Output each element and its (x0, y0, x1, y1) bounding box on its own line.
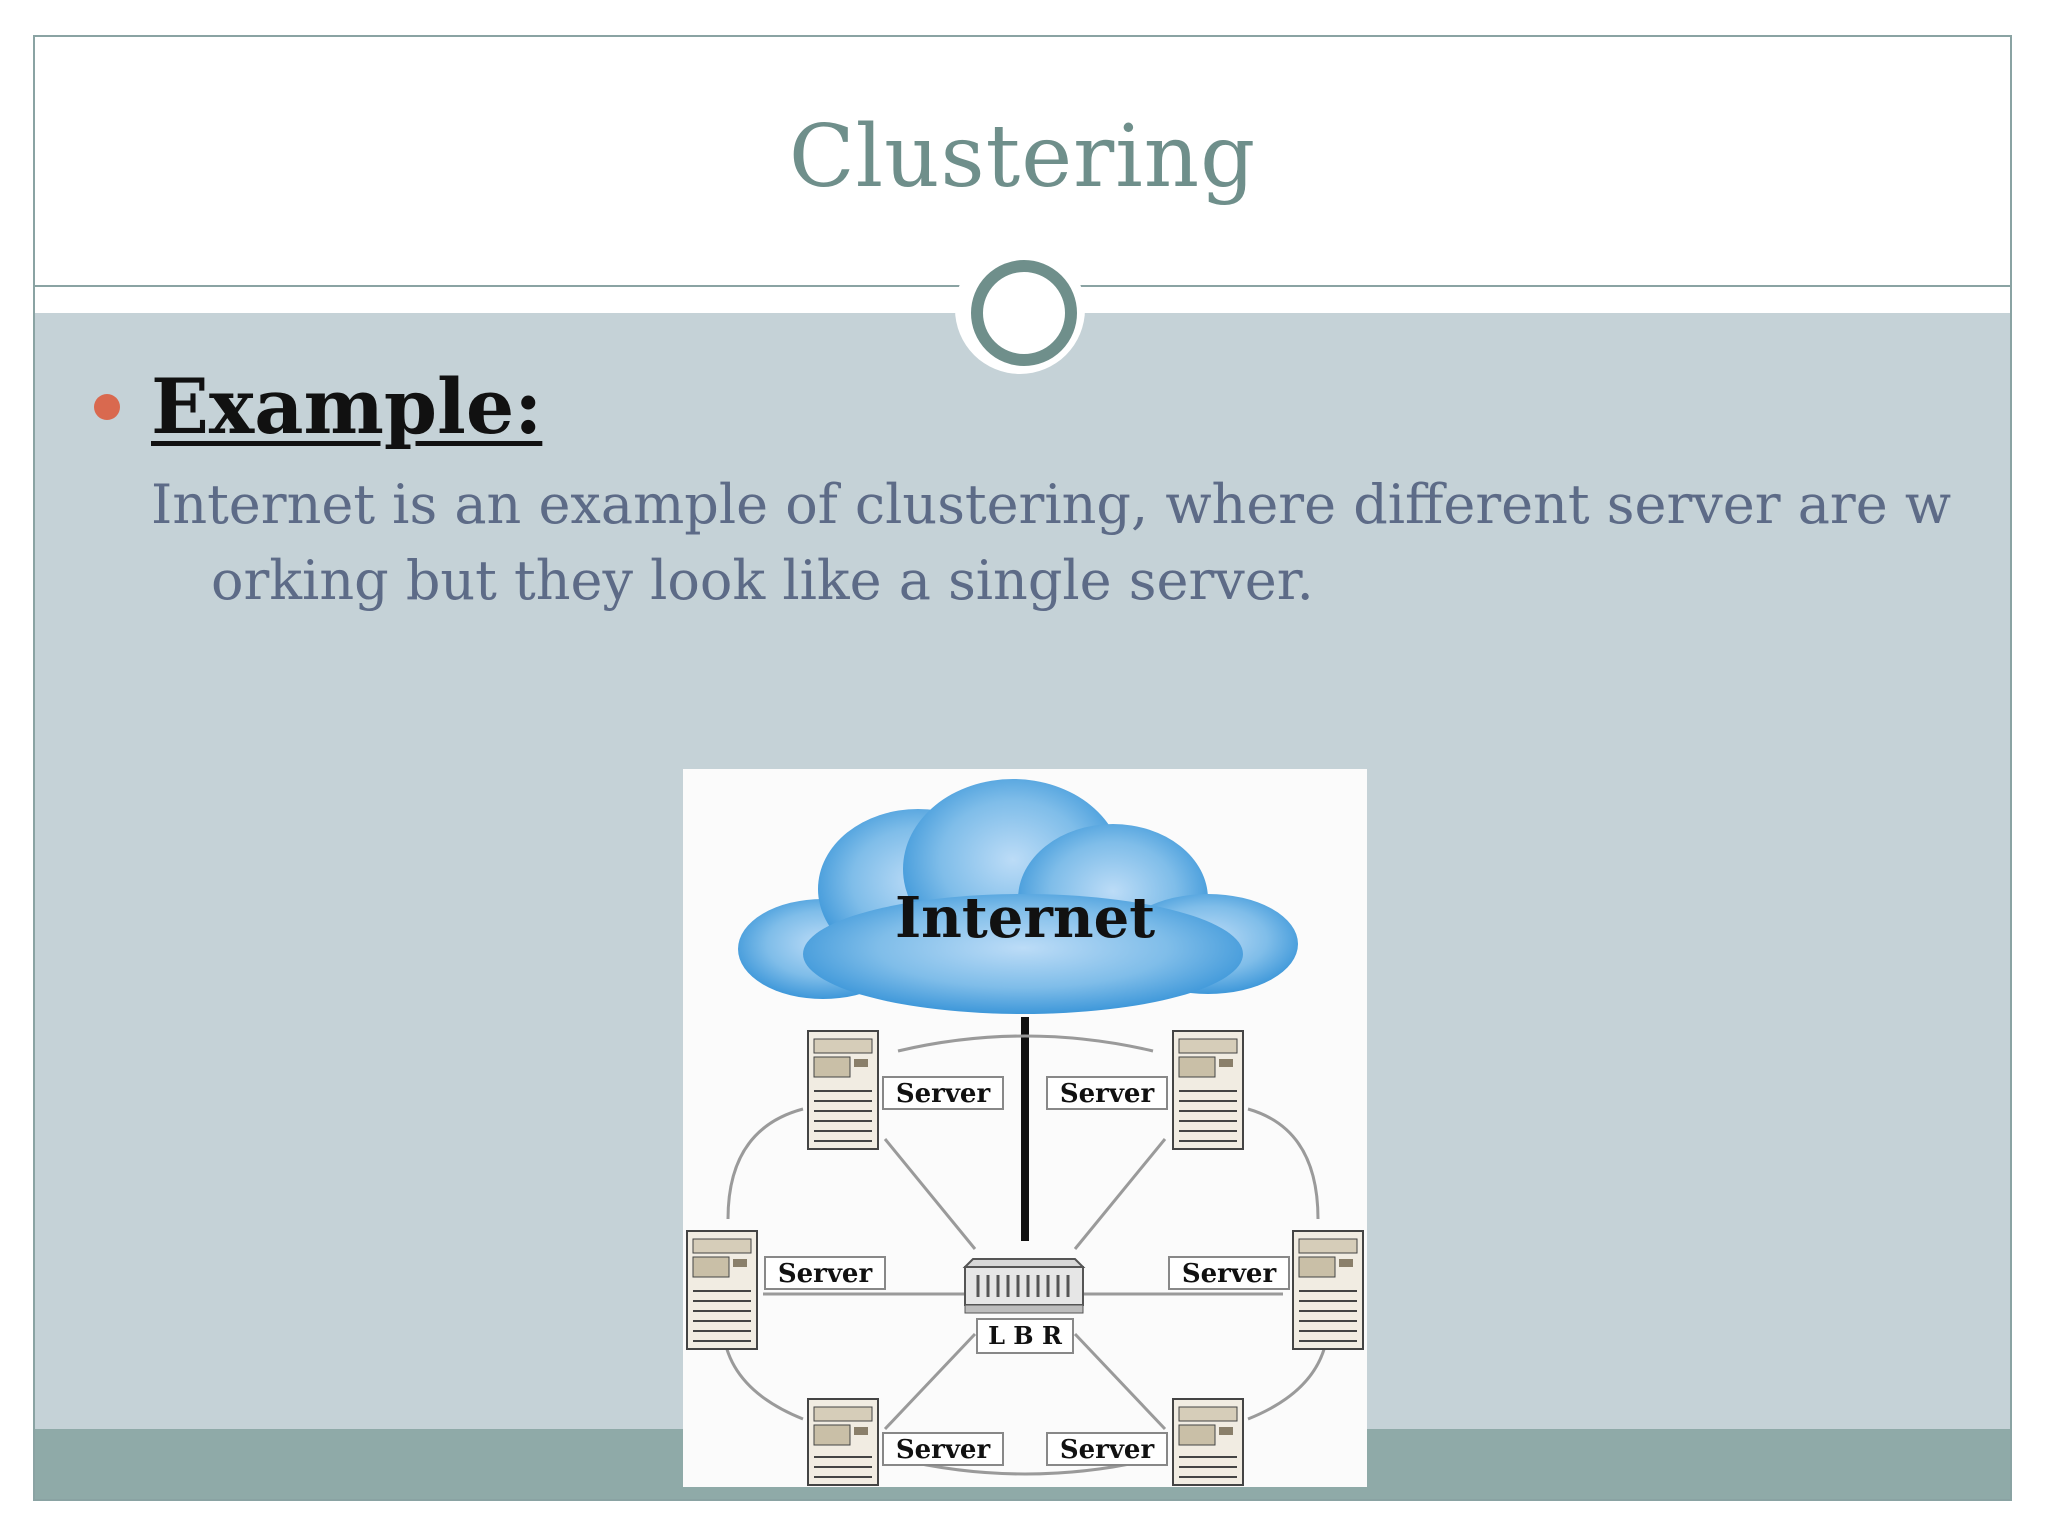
clustering-diagram: Internet (683, 769, 1367, 1487)
server-icon (807, 1030, 879, 1150)
server-label: Server (896, 1435, 991, 1465)
slide-title: Clustering (788, 107, 1257, 207)
server-icon (686, 1230, 758, 1350)
server-label: Server (1182, 1259, 1277, 1289)
slide: Clustering Example: Internet is an examp… (33, 35, 2012, 1501)
example-heading: Example: (151, 362, 543, 451)
cloud-label: Internet (895, 885, 1155, 951)
bullet-icon (94, 394, 120, 420)
server-icon (1292, 1230, 1364, 1350)
circle-ornament-icon (971, 260, 1077, 366)
server-label: Server (778, 1259, 873, 1289)
server-icon (807, 1398, 879, 1486)
example-paragraph: Internet is an example of clustering, wh… (151, 467, 1981, 619)
server-label: Server (896, 1079, 991, 1109)
paragraph-line-1: Internet is an example of clustering, wh… (151, 473, 1952, 536)
load-balancer-icon (962, 1258, 1086, 1314)
server-label: Server (1060, 1435, 1155, 1465)
lbr-label: L B R (988, 1321, 1063, 1350)
server-icon (1172, 1030, 1244, 1150)
server-icon (1172, 1398, 1244, 1486)
server-label: Server (1060, 1079, 1155, 1109)
internet-cloud-icon (738, 779, 1298, 1014)
paragraph-line-2: orking but they look like a single serve… (211, 549, 1314, 612)
